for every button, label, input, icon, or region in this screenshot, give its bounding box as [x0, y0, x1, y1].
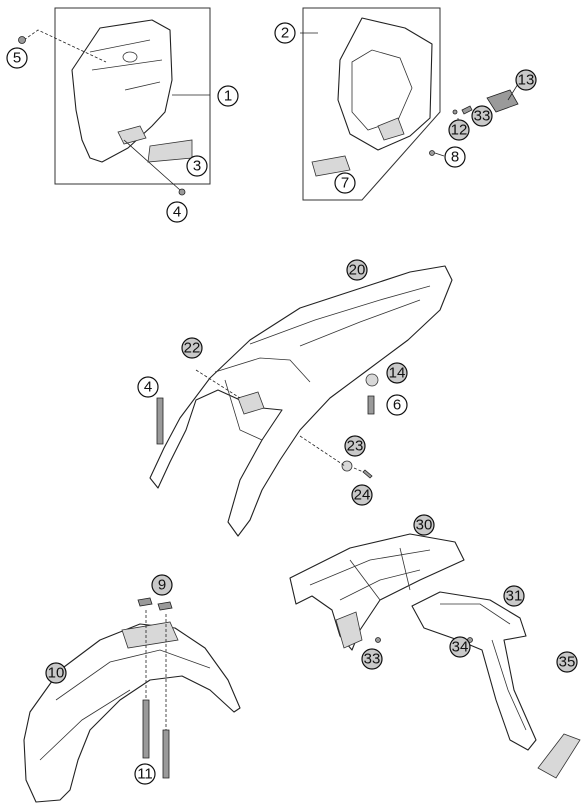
rear-fender-group — [149, 265, 453, 537]
callout-31: 31 — [503, 585, 525, 607]
svg-text:30: 30 — [416, 517, 433, 534]
callout-13: 13 — [515, 69, 537, 91]
headlight-mask — [337, 17, 433, 151]
nut — [178, 188, 186, 196]
svg-text:14: 14 — [389, 365, 406, 382]
svg-text:6: 6 — [393, 397, 401, 414]
svg-text:31: 31 — [506, 588, 523, 605]
svg-text:7: 7 — [341, 175, 349, 192]
callout-33-bottom: 33 — [361, 648, 383, 670]
svg-text:13: 13 — [518, 72, 535, 89]
svg-text:10: 10 — [48, 665, 65, 682]
svg-text:33: 33 — [364, 651, 381, 668]
front-fender-group — [23, 597, 241, 803]
callout-30: 30 — [413, 514, 435, 536]
callout-2: 2 — [274, 22, 296, 44]
screw — [429, 150, 435, 156]
callout-11: 11 — [134, 763, 156, 785]
callout-24: 24 — [351, 484, 373, 506]
callout-1: 1 — [217, 85, 239, 107]
decal — [311, 155, 351, 177]
callout-34: 34 — [449, 636, 471, 658]
bolt — [156, 397, 164, 445]
screw — [375, 637, 381, 643]
callout-22: 22 — [181, 337, 203, 359]
front-fender — [23, 623, 241, 803]
headlight-bulb-holder — [486, 89, 519, 113]
callout-12: 12 — [448, 119, 470, 141]
headlight-mask-group — [300, 7, 519, 201]
tail-piece-group — [289, 533, 581, 779]
rear-fender — [149, 265, 453, 537]
callout-5: 5 — [6, 47, 28, 69]
number-plate — [71, 19, 173, 163]
svg-text:4: 4 — [144, 379, 152, 396]
svg-text:22: 22 — [184, 340, 201, 357]
fender-mount — [121, 621, 179, 649]
svg-text:5: 5 — [13, 50, 21, 67]
screw-head — [18, 36, 26, 44]
grommet — [365, 373, 379, 387]
callout-35: 35 — [556, 651, 578, 673]
callout-6: 6 — [386, 394, 408, 416]
svg-text:20: 20 — [349, 262, 366, 279]
callouts: 5 1 3 4 2 13 33 12 8 7 20 22 4 14 6 23 2… — [6, 22, 578, 785]
bolt — [162, 729, 170, 779]
number-plate-frame — [54, 7, 211, 185]
callout-10: 10 — [45, 662, 67, 684]
rear-subframe — [289, 533, 465, 651]
svg-text:4: 4 — [173, 204, 181, 221]
svg-text:8: 8 — [451, 149, 459, 166]
washer — [137, 597, 153, 607]
license-plate-holder — [411, 591, 537, 751]
callout-8: 8 — [444, 146, 466, 168]
svg-text:23: 23 — [347, 438, 364, 455]
bolt — [142, 699, 150, 759]
washer — [157, 601, 173, 611]
air-filter-cover — [237, 391, 265, 415]
callout-4-mid: 4 — [137, 376, 159, 398]
callout-23: 23 — [344, 435, 366, 457]
callout-7: 7 — [334, 172, 356, 194]
svg-text:1: 1 — [224, 88, 232, 105]
decal — [147, 139, 193, 163]
svg-text:2: 2 — [281, 25, 289, 42]
number-plate-group — [18, 7, 211, 196]
callout-33-top: 33 — [471, 105, 493, 127]
svg-text:35: 35 — [559, 654, 576, 671]
callout-4-top: 4 — [166, 201, 188, 223]
callout-14: 14 — [386, 362, 408, 384]
svg-text:12: 12 — [451, 122, 468, 139]
headlight-frame — [302, 7, 441, 201]
callout-3: 3 — [186, 155, 208, 177]
svg-text:3: 3 — [193, 158, 201, 175]
spacer — [341, 460, 353, 472]
callout-20: 20 — [346, 259, 368, 281]
callout-9: 9 — [151, 574, 173, 596]
svg-text:11: 11 — [137, 766, 153, 783]
bolt — [367, 395, 375, 415]
svg-text:24: 24 — [354, 487, 371, 504]
svg-text:33: 33 — [474, 108, 491, 125]
svg-text:34: 34 — [452, 639, 469, 656]
mounting-bracket — [117, 125, 147, 145]
license-plate-bracket — [537, 733, 581, 779]
svg-text:9: 9 — [158, 577, 166, 594]
